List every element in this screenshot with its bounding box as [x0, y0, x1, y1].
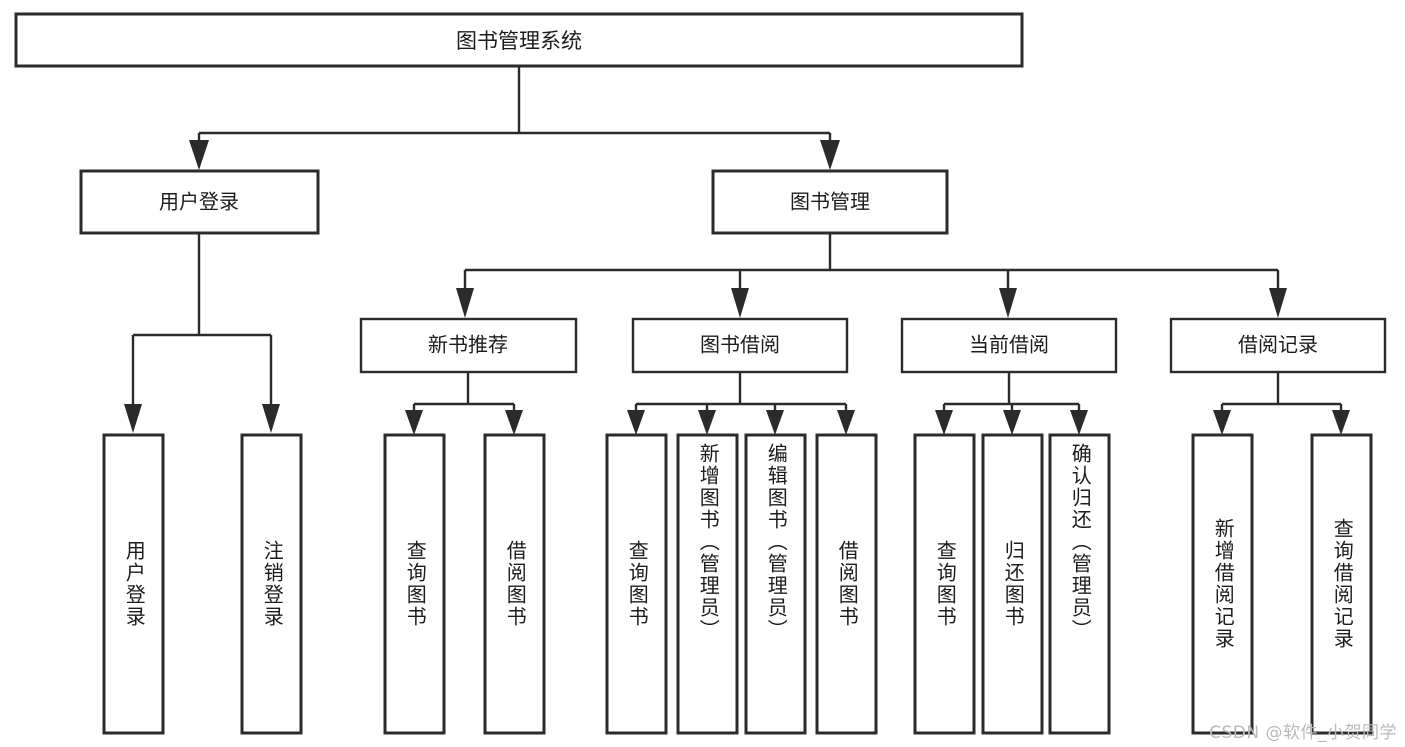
node-leaf-edit-book-box[interactable] [744, 433, 807, 735]
arrow-head-leaf-edit-book [766, 410, 784, 435]
arrow-head-book-manage [820, 140, 840, 170]
node-new-book-recommend-label: 新书推荐 [428, 333, 508, 357]
node-leaf-confirm-return-box[interactable] [1048, 433, 1111, 735]
node-book-manage-label: 图书管理 [790, 190, 870, 214]
node-user-login-label: 用户登录 [159, 190, 239, 214]
arrow-head-leaf-query-book-3 [935, 410, 953, 435]
arrow-head-leaf-confirm-return [1070, 410, 1088, 435]
node-leaf-return-book-box[interactable] [981, 433, 1044, 735]
node-layer: 图书管理系统 用户登录 图书管理 新书推荐 图书借阅 当前借阅 借阅记录 [14, 12, 1387, 735]
arrow-head-leaf-user-login [124, 404, 142, 433]
arrow-head-book-borrow [731, 288, 749, 318]
node-root-label: 图书管理系统 [456, 29, 582, 53]
node-leaf-query-record-box[interactable] [1310, 433, 1373, 735]
node-leaf-query-book-3-box[interactable] [913, 433, 976, 735]
arrow-head-leaf-borrow-book-2 [837, 410, 855, 435]
node-user-login-box[interactable] [79, 169, 320, 235]
node-leaf-borrow-book-2-box[interactable] [815, 433, 878, 735]
node-book-manage-box[interactable] [711, 169, 949, 235]
connector-layer [124, 67, 1350, 435]
arrow-head-leaf-add-book [698, 410, 716, 435]
node-book-borrow-label: 图书借阅 [700, 333, 780, 357]
arrow-head-leaf-return-book [1003, 410, 1021, 435]
arrow-head-user-login [189, 140, 209, 170]
node-leaf-borrow-book-1-box[interactable] [483, 433, 546, 735]
arrow-head-leaf-query-record [1332, 410, 1350, 435]
arrow-head-leaf-add-record [1213, 410, 1231, 435]
node-new-book-recommend-box[interactable] [359, 317, 578, 374]
arrow-head-leaf-borrow-book-1 [505, 410, 523, 435]
arrow-head-leaf-query-book-2 [627, 410, 645, 435]
arrow-head-leaf-user-logout [262, 404, 280, 433]
node-leaf-add-record-box[interactable] [1191, 433, 1254, 735]
node-book-borrow-box[interactable] [631, 317, 849, 374]
node-leaf-add-book-box[interactable] [676, 433, 739, 735]
node-borrow-record-label: 借阅记录 [1238, 333, 1318, 357]
node-leaf-query-book-1-box[interactable] [383, 433, 446, 735]
arrow-head-leaf-query-book-1 [405, 410, 423, 435]
node-root-box[interactable] [14, 12, 1024, 68]
node-leaf-user-logout-box[interactable] [240, 433, 303, 735]
node-current-borrow-box[interactable] [900, 317, 1118, 374]
csdn-watermark: CSDN @软件_小贺同学 [1209, 723, 1397, 743]
arrow-head-current-borrow [999, 288, 1017, 318]
node-borrow-record-box[interactable] [1169, 317, 1387, 374]
node-current-borrow-label: 当前借阅 [969, 333, 1049, 357]
node-leaf-query-book-2-box[interactable] [605, 433, 668, 735]
arrow-head-new-book-recommend [456, 288, 474, 318]
arrow-head-borrow-record [1269, 288, 1287, 318]
node-leaf-user-login-box[interactable] [102, 433, 165, 735]
